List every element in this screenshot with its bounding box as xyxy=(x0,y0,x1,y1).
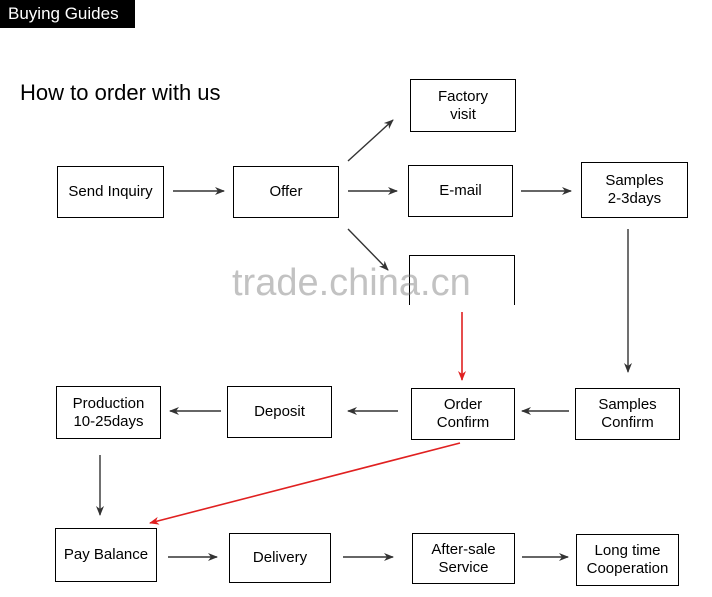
step-hidden xyxy=(409,255,515,305)
page-title: How to order with us xyxy=(20,80,221,105)
step-deposit: Deposit xyxy=(227,386,332,438)
step-send-inquiry: Send Inquiry xyxy=(57,166,164,218)
red-arrow-order-to-pay xyxy=(149,442,461,525)
step-delivery: Delivery xyxy=(229,533,331,583)
step-production: Production 10-25days xyxy=(56,386,161,439)
step-factory-visit: Factory visit xyxy=(410,79,516,132)
step-after-sale: After-sale Service xyxy=(412,533,515,584)
step-long-time: Long time Cooperation xyxy=(576,534,679,586)
arrow-offer-hidden xyxy=(347,228,389,271)
step-email: E-mail xyxy=(408,165,513,217)
step-pay-balance: Pay Balance xyxy=(55,528,157,582)
buying-guides-tab: Buying Guides xyxy=(0,0,135,28)
watermark: trade.china.cn xyxy=(232,262,471,304)
step-samples: Samples 2-3days xyxy=(581,162,688,218)
step-order-confirm: Order Confirm xyxy=(411,388,515,440)
step-samples-confirm: Samples Confirm xyxy=(575,388,680,440)
step-offer: Offer xyxy=(233,166,339,218)
arrow-offer-factory xyxy=(347,119,394,162)
